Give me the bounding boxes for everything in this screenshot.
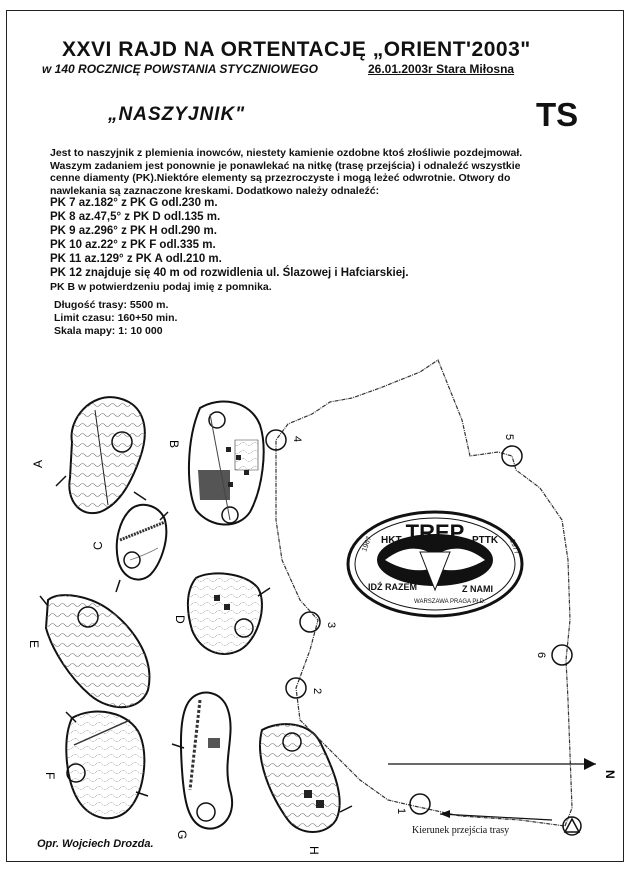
logo-bottom-left: IDŹ RAZEM <box>368 582 417 592</box>
map-fragment-e: E <box>27 594 151 709</box>
svg-text:5: 5 <box>503 434 515 440</box>
svg-text:4: 4 <box>291 436 303 442</box>
trep-logo: TREP HKT PTTK 1967 1977 IDŹ RAZEM WARSZA… <box>346 510 524 618</box>
route-line <box>275 359 573 827</box>
map-fragment-a: A <box>31 396 147 515</box>
logo-main: TREP <box>406 520 465 545</box>
map-fragment-b: B <box>167 400 265 526</box>
checkpoint-list: PK 7 az.182° z PK G odl.230 m. PK 8 az.4… <box>50 196 409 294</box>
route-point-2: 2 <box>285 677 323 699</box>
category-label: TS <box>536 96 579 133</box>
logo-year-right: 1977 <box>508 538 520 555</box>
route-point-1: 1 <box>395 793 431 815</box>
svg-text:3: 3 <box>325 622 337 628</box>
description: Jest to naszyjnik z plemienia inowców, n… <box>50 147 590 197</box>
map-fragment-d: D <box>173 572 271 655</box>
checkpoint-item: PK 11 az.129° z PK A odl.210 m. <box>50 253 222 265</box>
svg-text:1: 1 <box>395 808 407 814</box>
fragment-label-e: E <box>27 640 41 648</box>
svg-text:6: 6 <box>535 652 547 658</box>
fragment-label-d: D <box>173 615 187 624</box>
map-fragment-f: F <box>43 710 149 820</box>
map-fragment-c: C <box>91 503 169 593</box>
author-credit: Opr. Wojciech Drozda. <box>37 838 154 850</box>
checkpoint-item: PK 12 znajduje się 40 m od rozwidlenia u… <box>50 267 409 279</box>
fragment-label-g: G <box>175 830 189 839</box>
event-title: XXVI RAJD NA ORTENTACJĘ „ORIENT'2003" <box>62 38 531 61</box>
fragment-label-h: H <box>307 846 321 855</box>
checkpoint-item: PK 8 az.47,5° z PK D odl.135 m. <box>50 211 221 223</box>
logo-bottom-right: Z NAMI <box>462 584 493 594</box>
page-border <box>6 10 624 862</box>
direction-arrow-icon <box>439 810 553 821</box>
logo-left: HKT <box>381 535 402 546</box>
description-line: cenne diamenty (PK).Niektóre elementy są… <box>50 172 511 184</box>
checkpoint-item: PK 7 az.182° z PK G odl.230 m. <box>50 197 218 209</box>
event-subtitle: w 140 ROCZNICĘ POWSTANIA STYCZNIOWEGO <box>42 62 319 76</box>
checkpoint-item: PK 10 az.22° z PK F odl.335 m. <box>50 239 216 251</box>
direction-label: Kierunek przejścia trasy <box>412 825 510 836</box>
route-point-6: 6 <box>535 644 573 666</box>
logo-right: PTTK <box>472 535 499 546</box>
checkpoint-note: PK B w potwierdzeniu podaj imię z pomnik… <box>50 281 272 293</box>
north-label: N <box>603 770 617 779</box>
start-triangle-icon <box>562 816 582 836</box>
fragment-label-f: F <box>43 772 57 779</box>
logo-year-left: 1967 <box>361 536 373 553</box>
description-line: Jest to naszyjnik z plemienia inowców, n… <box>50 147 523 159</box>
time-limit: Limit czasu: 160+50 min. <box>54 312 178 324</box>
map-fragment-h: H <box>259 723 353 855</box>
fragment-label-a: A <box>31 460 45 468</box>
route-point-3: 3 <box>299 611 337 633</box>
checkpoint-item: PK 9 az.296° z PK H odl.290 m. <box>50 225 217 237</box>
description-line: Waszym zadaniem jest ponownie je ponawle… <box>50 159 521 172</box>
route-length: Długość trasy: 5500 m. <box>54 299 169 311</box>
fragment-label-c: C <box>91 541 105 550</box>
route-point-4: 4 <box>265 429 303 451</box>
route-point-5: 5 <box>501 434 523 467</box>
description-line: nawlekania są zaznaczone kreskami. Dodat… <box>50 184 380 197</box>
north-arrow-icon: N <box>388 758 617 779</box>
map-scale: Skala mapy: 1: 10 000 <box>54 325 163 337</box>
fragment-label-b: B <box>167 440 181 448</box>
puzzle-title: „NASZYJNIK" <box>108 104 246 125</box>
logo-bottom-center: WARSZAWA PRAGA PŁD. <box>414 599 486 605</box>
svg-text:2: 2 <box>311 688 323 694</box>
route-params: Długość trasy: 5500 m. Limit czasu: 160+… <box>54 299 177 338</box>
map-fragment-g: G <box>171 691 234 839</box>
event-date-place: 26.01.2003r Stara Miłosna <box>368 62 515 76</box>
